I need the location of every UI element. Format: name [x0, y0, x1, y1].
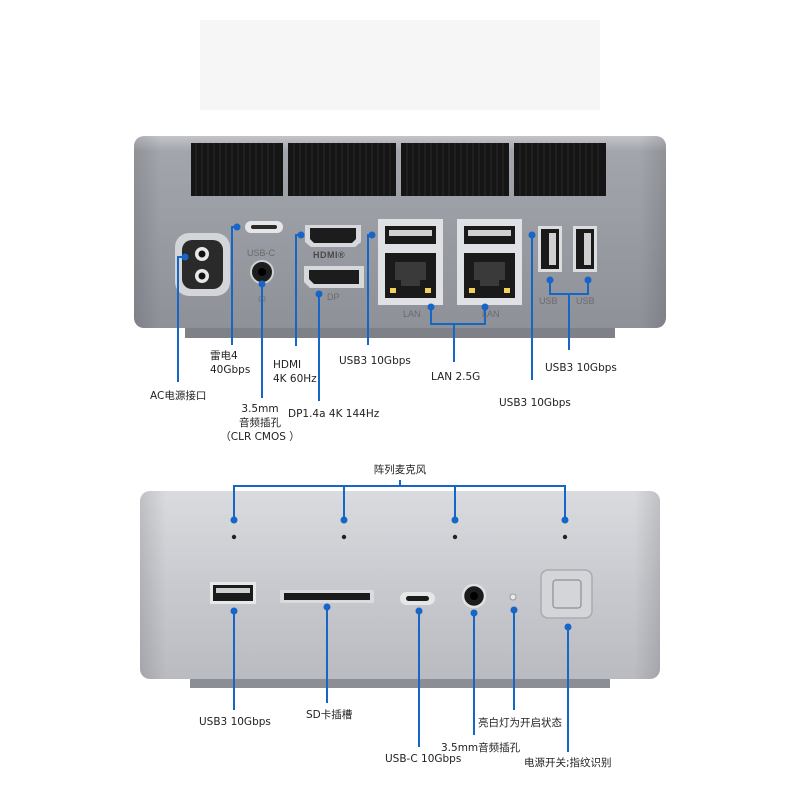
shadow-area — [200, 20, 600, 110]
usb-a-vertical-2[interactable] — [573, 226, 597, 272]
rear-view: ☊ — [134, 136, 666, 338]
usb-port-label-1: USB — [539, 296, 558, 306]
lan-port-label-1: LAN — [403, 309, 421, 319]
sd-slot-label: SD卡插槽 — [306, 709, 353, 721]
microphone-hole — [231, 534, 237, 540]
front-callout-lines — [233, 480, 569, 752]
usb3-right-lower-label: USB3 10Gbps — [499, 397, 571, 409]
usb-port-label-2: USB — [576, 296, 595, 306]
usb3-right-upper-label: USB3 10Gbps — [545, 362, 617, 374]
usb-lan-module-1 — [378, 219, 443, 305]
front-usbc-label: USB-C 10Gbps — [385, 753, 462, 765]
dp-label: DP1.4a 4K 144Hz — [288, 408, 380, 420]
microphone-hole — [341, 534, 347, 540]
vent — [514, 143, 606, 196]
front-usb3-label: USB3 10Gbps — [199, 716, 271, 728]
status-led — [509, 593, 517, 601]
hdmi-port[interactable] — [305, 225, 361, 247]
front-audio-label: 3.5mm音频插孔 — [441, 742, 521, 754]
hdmi-logo: HDMI® — [313, 250, 346, 260]
vent — [191, 143, 283, 196]
power-button[interactable] — [540, 569, 593, 619]
microphone-hole — [452, 534, 458, 540]
microphone-hole — [562, 534, 568, 540]
dp-port-label: DP — [327, 292, 340, 302]
front-view — [140, 491, 660, 688]
usb-a-vertical-1[interactable] — [538, 226, 562, 272]
power-button-label: 电源开关;指纹识别 — [524, 757, 612, 769]
rear-callout-dots — [181, 223, 592, 311]
displayport[interactable] — [304, 266, 364, 288]
front-usb-a-port[interactable] — [210, 582, 256, 604]
ac-power-port[interactable] — [175, 233, 230, 296]
thunderbolt-label: 雷电4 40Gbps — [210, 350, 251, 377]
sd-card-slot[interactable] — [280, 590, 374, 603]
audio-jack-label: 3.5mm 音频插孔 （CLR CMOS ） — [220, 403, 300, 444]
usb-lan-module-2 — [457, 219, 522, 305]
ac-power-label: AC电源接口 — [150, 390, 207, 402]
mic-array-label: 阵列麦克风 — [373, 464, 427, 476]
lan-port-label-2: LAN — [482, 309, 500, 319]
led-label: 亮白灯为开启状态 — [478, 717, 562, 729]
fingerprint-sensor-icon — [552, 579, 582, 609]
hdmi-label: HDMI 4K 60Hz — [273, 359, 317, 386]
usb3-left-label: USB3 10Gbps — [339, 355, 411, 367]
lan-label: LAN 2.5G — [431, 371, 481, 383]
usbc-port-label: USB-C — [247, 248, 276, 258]
front-callout-dots — [230, 516, 572, 631]
